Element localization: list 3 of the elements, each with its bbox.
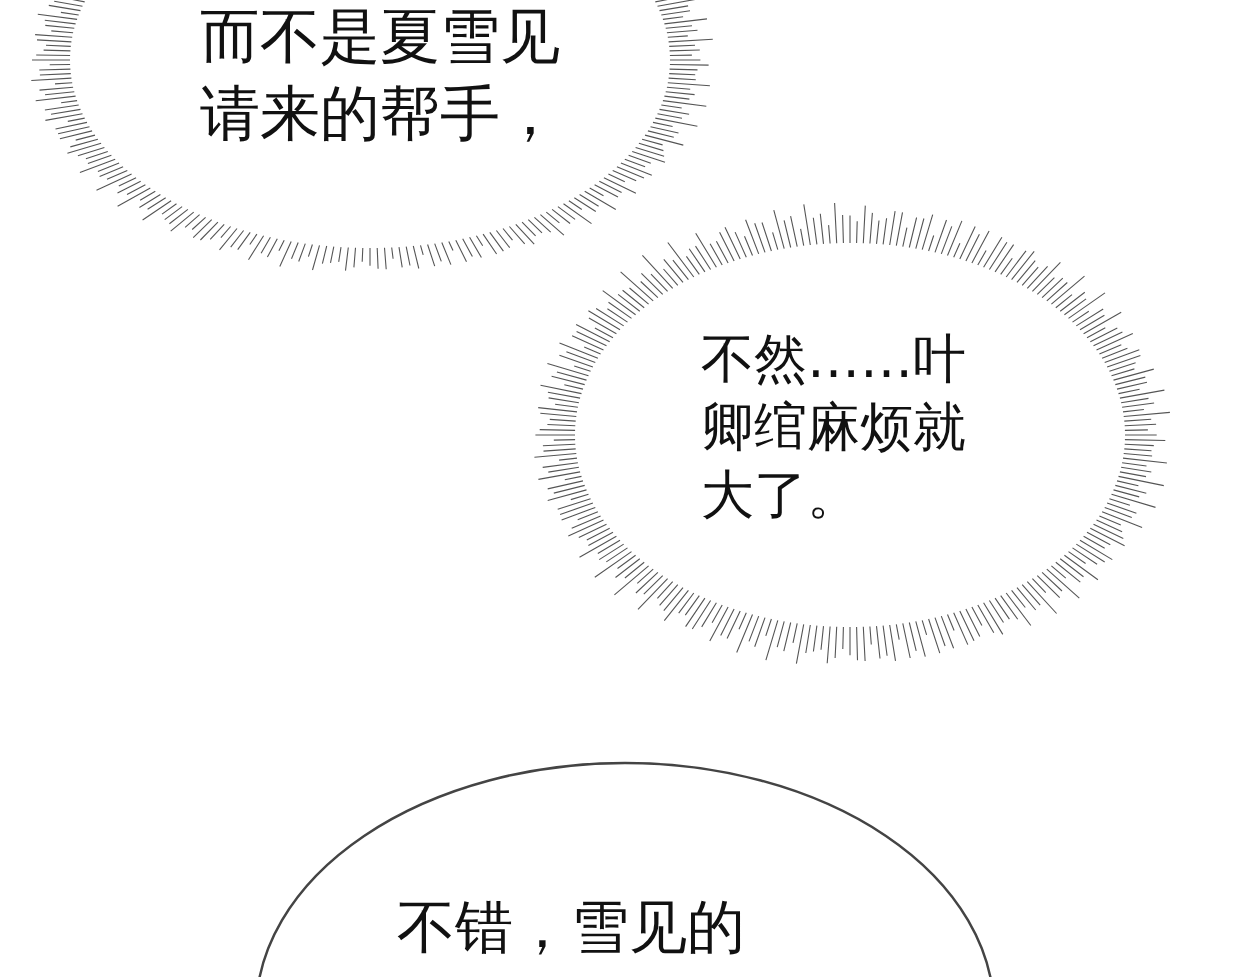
bubble-text: 不错，雪见的	[397, 892, 745, 963]
bubble-text: 而不是夏雪见请来的帮手，	[200, 0, 560, 150]
bubble-text: 不然……叶卿绾麻烦就大了。	[701, 327, 966, 527]
